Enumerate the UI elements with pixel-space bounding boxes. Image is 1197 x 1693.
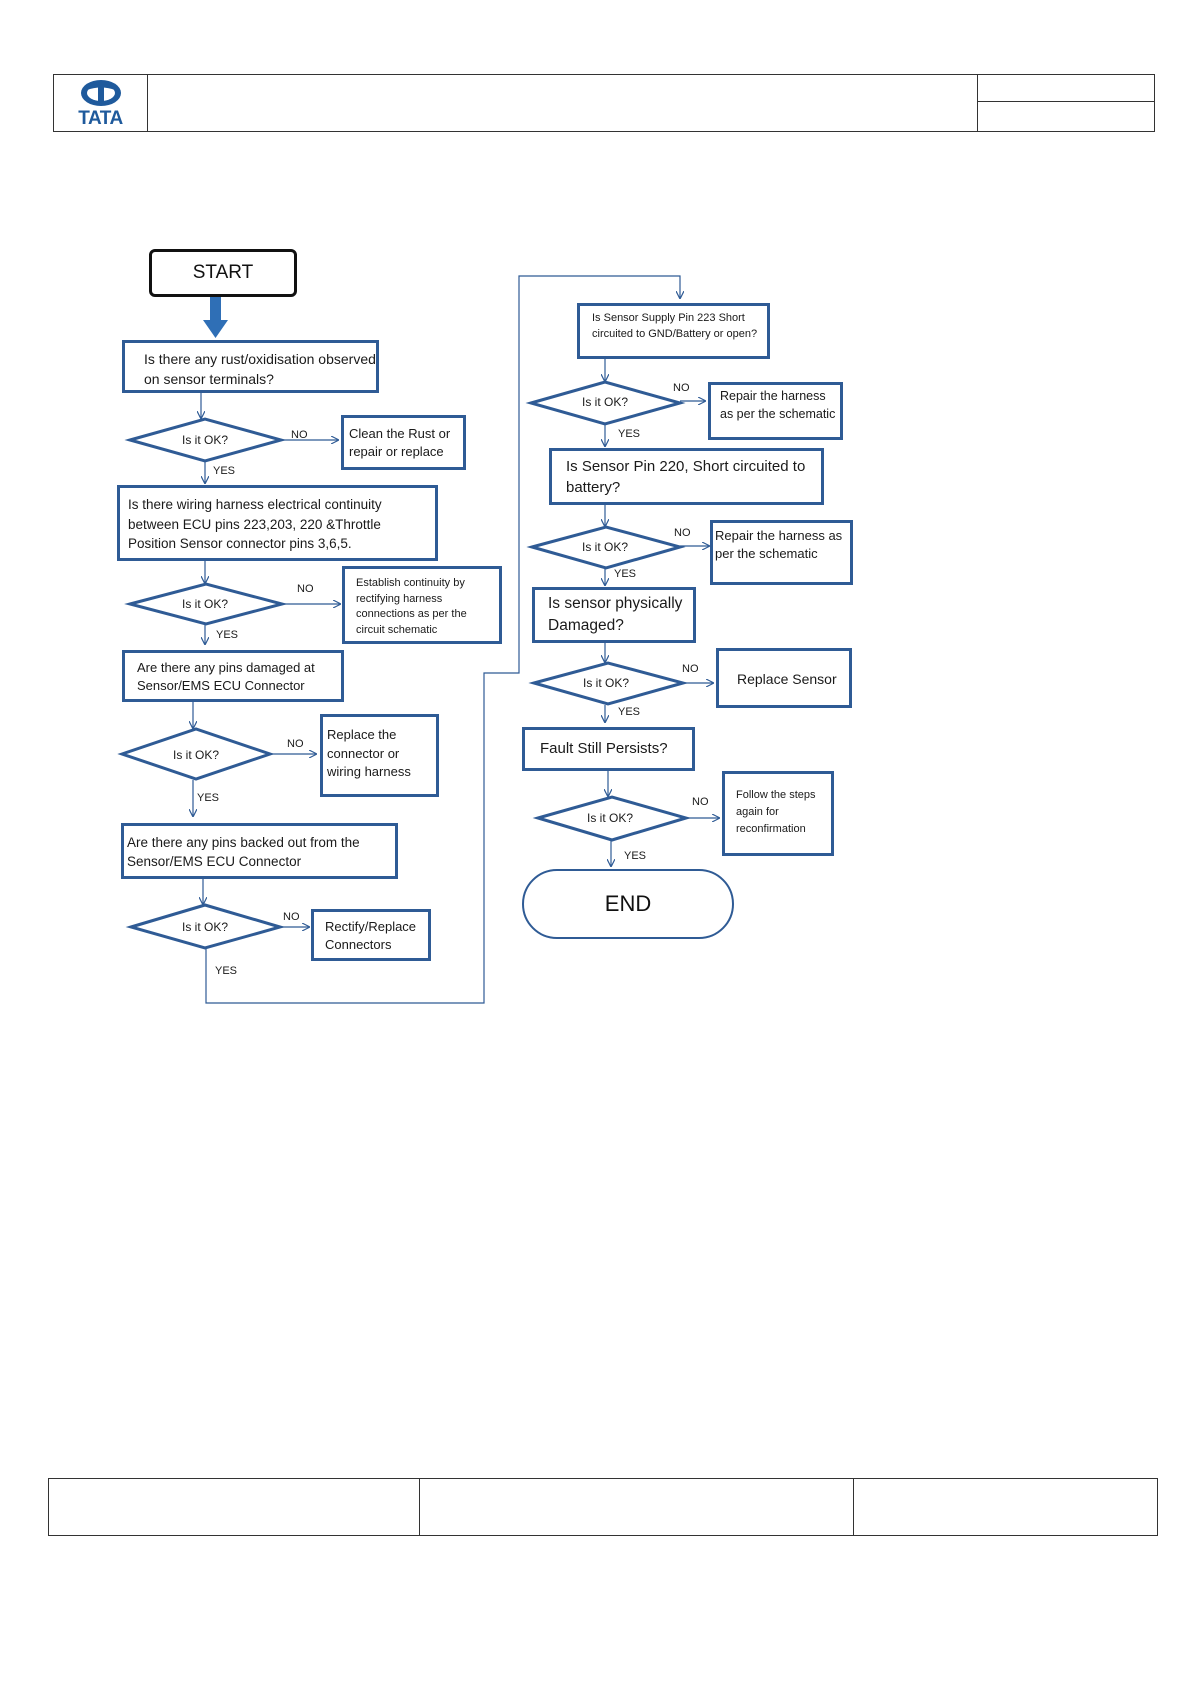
footer-cell-right (854, 1479, 1157, 1535)
decision-diamond-7 (528, 661, 689, 706)
start-arrow (203, 296, 228, 338)
logo-wordmark: TATA (78, 108, 123, 129)
header-cell-top-right (978, 75, 1154, 102)
step-physical-damage-check: Is sensor physically Damaged? (532, 587, 696, 643)
no-label-7: NO (682, 663, 699, 675)
no-label-6: NO (674, 527, 691, 539)
decision-diamond-4 (125, 903, 286, 950)
decision-label-1: Is it OK? (181, 433, 228, 447)
document-footer (48, 1478, 1158, 1536)
step-pin-220-check: Is Sensor Pin 220, Short circuited to ba… (549, 448, 824, 505)
end-terminal: END (522, 869, 734, 939)
decision-diamond-6 (526, 525, 686, 570)
no-label-4: NO (283, 911, 300, 923)
step-supply-pin-223-check: Is Sensor Supply Pin 223 Short circuited… (577, 303, 770, 359)
yes-label-4: YES (215, 965, 238, 977)
step-continuity-check: Is there wiring harness electrical conti… (117, 485, 438, 561)
decision-label-6: Is it OK? (581, 540, 628, 554)
step-repair-harness-2: Repair the harness as per the schematic (710, 520, 853, 585)
step-fault-persists-check: Fault Still Persists? (522, 727, 695, 771)
step-repair-harness-1: Repair the harness as per the schematic (708, 382, 843, 440)
tata-logo-icon (81, 80, 121, 106)
decision-label-7: Is it OK? (582, 676, 629, 690)
conn-d4-to-q5 (205, 275, 680, 1004)
step-rust-check: Is there any rust/oxidisation observed o… (122, 340, 379, 393)
footer-cell-left (49, 1479, 420, 1535)
step-replace-sensor: Replace Sensor (716, 648, 852, 708)
start-terminal: START (149, 249, 297, 297)
no-label-1: NO (291, 429, 308, 441)
decision-diamond-5 (525, 380, 686, 426)
yes-label-7: YES (618, 706, 641, 718)
decision-label-8: Is it OK? (586, 811, 633, 825)
header-title-cell (147, 75, 978, 131)
step-damaged-pins-check: Are there any pins damaged at Sensor/EMS… (122, 650, 344, 702)
step-rectify-connectors: Rectify/Replace Connectors (311, 909, 431, 961)
decision-diamond-8 (532, 795, 692, 842)
decision-diamond-1 (124, 417, 287, 463)
yes-label-8: YES (624, 850, 647, 862)
step-establish-continuity: Establish continuity by rectifying harne… (342, 566, 502, 644)
no-label-8: NO (692, 796, 709, 808)
document-header: TATA (53, 74, 1155, 132)
decision-label-5: Is it OK? (581, 395, 628, 409)
step-clean-rust: Clean the Rust or repair or replace (341, 415, 466, 470)
yes-label-3: YES (197, 792, 220, 804)
yes-label-2: YES (216, 629, 239, 641)
yes-label-5: YES (618, 428, 641, 440)
decision-label-4: Is it OK? (181, 920, 228, 934)
footer-cell-middle (420, 1479, 854, 1535)
step-backed-out-pins-check: Are there any pins backed out from the S… (121, 823, 398, 879)
decision-diamond-2 (124, 582, 288, 626)
no-label-2: NO (297, 583, 314, 595)
yes-label-6: YES (614, 568, 637, 580)
decision-diamond-3 (117, 727, 275, 781)
logo-cell: TATA (54, 75, 148, 131)
step-follow-steps-again: Follow the steps again for reconfirmatio… (722, 771, 834, 856)
decision-label-2: Is it OK? (181, 597, 228, 611)
no-label-3: NO (287, 738, 304, 750)
no-label-5: NO (673, 382, 690, 394)
step-replace-connector: Replace the connector or wiring harness (320, 714, 439, 797)
decision-label-3: Is it OK? (172, 748, 219, 762)
yes-label-1: YES (213, 465, 236, 477)
